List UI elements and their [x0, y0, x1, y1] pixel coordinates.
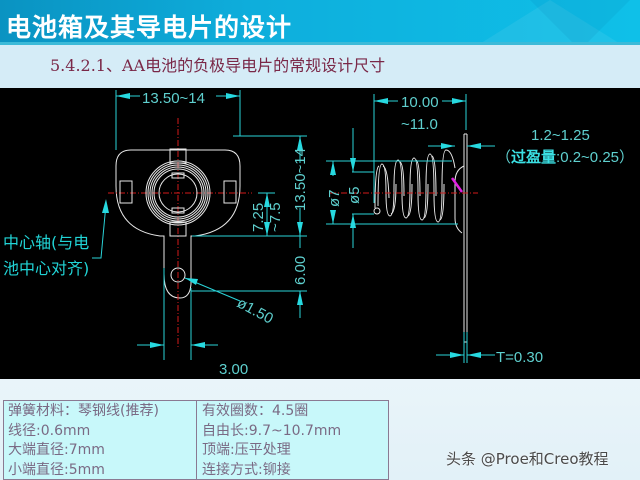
width-dimension — [115, 90, 241, 150]
cad-drawing: 13.50~14 13.50~14 7.25 ~7.5 6.00 ø1. — [0, 88, 640, 379]
width-dim-text: 13.50~14 — [142, 90, 205, 107]
title-decoration — [470, 0, 630, 50]
spring-side-view — [373, 149, 464, 223]
offset-dim-text: 1.2~1.25 — [531, 127, 590, 144]
hole-leader — [184, 277, 241, 302]
height-dimensions — [191, 135, 307, 318]
cad-drawing-svg: 13.50~14 13.50~14 7.25 ~7.5 6.00 ø1. — [92, 90, 634, 378]
center-axis-annotation-line1: 中心轴(与电 — [3, 233, 90, 252]
contact-highlight — [450, 177, 464, 193]
spring-top-view — [119, 148, 237, 237]
tab-length-dim-text: 6.00 — [292, 256, 309, 285]
watermark: 头条 @Proe和Creo教程 — [446, 450, 609, 468]
interference-label: （过盈量:0.2~0.25） — [496, 148, 634, 166]
title-decoration — [520, 0, 640, 50]
subtitle-band — [0, 45, 640, 88]
height-dim-text: 13.50~14 — [292, 148, 309, 211]
center-height-dim-text-1: 7.25 — [250, 203, 267, 232]
spec-active-coils: 有效圈数：4.5圈 — [202, 403, 309, 419]
spec-end-treatment: 顶端:压平处理 — [202, 442, 291, 458]
spec-column-right: 有效圈数：4.5圈 自由长:9.7~10.7mm 顶端:压平处理 连接方式:铆接 — [196, 401, 388, 479]
center-height-dim-text-2: ~7.5 — [267, 202, 284, 232]
spec-wire-diameter: 线径:0.6mm — [8, 422, 91, 439]
hole-dim-text: ø1.50 — [234, 295, 276, 328]
thickness-dimension — [436, 332, 495, 363]
spec-material: 弹簧材料：琴钢线(推荐) — [8, 403, 159, 419]
spec-column-left: 弹簧材料：琴钢线(推荐) 线径:0.6mm 大端直径:7mm 小端直径:5mm — [4, 401, 196, 479]
spring-length-dimension — [373, 94, 467, 203]
diameter-dimensions — [326, 128, 458, 248]
mounting-hole — [170, 267, 186, 283]
spring-length-dim-text-2: ~11.0 — [401, 116, 438, 133]
spec-connection: 连接方式:铆接 — [202, 461, 291, 478]
side-view-plate — [454, 133, 468, 343]
large-dia-dim-text: ø7 — [326, 189, 343, 207]
front-view-outline — [115, 149, 241, 299]
tab-width-dimension — [137, 268, 218, 360]
spring-spec-table: 弹簧材料：琴钢线(推荐) 线径:0.6mm 大端直径:7mm 小端直径:5mm … — [3, 400, 389, 480]
page-title: 电池箱及其导电片的设计 — [6, 13, 293, 42]
center-axis-annotation-line2: 池中心对齐) — [3, 259, 90, 278]
title-divider — [0, 42, 640, 45]
spring-length-dim-text-1: 10.00 — [401, 94, 439, 111]
section-subtitle: 5.4.2.1、AA电池的负极导电片的常规设计尺寸 — [50, 56, 386, 75]
title-bar: 电池箱及其导电片的设计 — [0, 0, 640, 50]
spec-small-diameter: 小端直径:5mm — [8, 461, 105, 478]
small-dia-dim-text: ø5 — [346, 186, 363, 204]
spec-large-diameter: 大端直径:7mm — [8, 442, 105, 458]
spec-free-length: 自由长:9.7~10.7mm — [202, 422, 342, 439]
offset-dimension — [428, 143, 495, 149]
center-axis-leader — [92, 199, 109, 259]
thickness-dim-text: T=0.30 — [496, 349, 543, 366]
tab-width-dim-text: 3.00 — [219, 361, 248, 378]
